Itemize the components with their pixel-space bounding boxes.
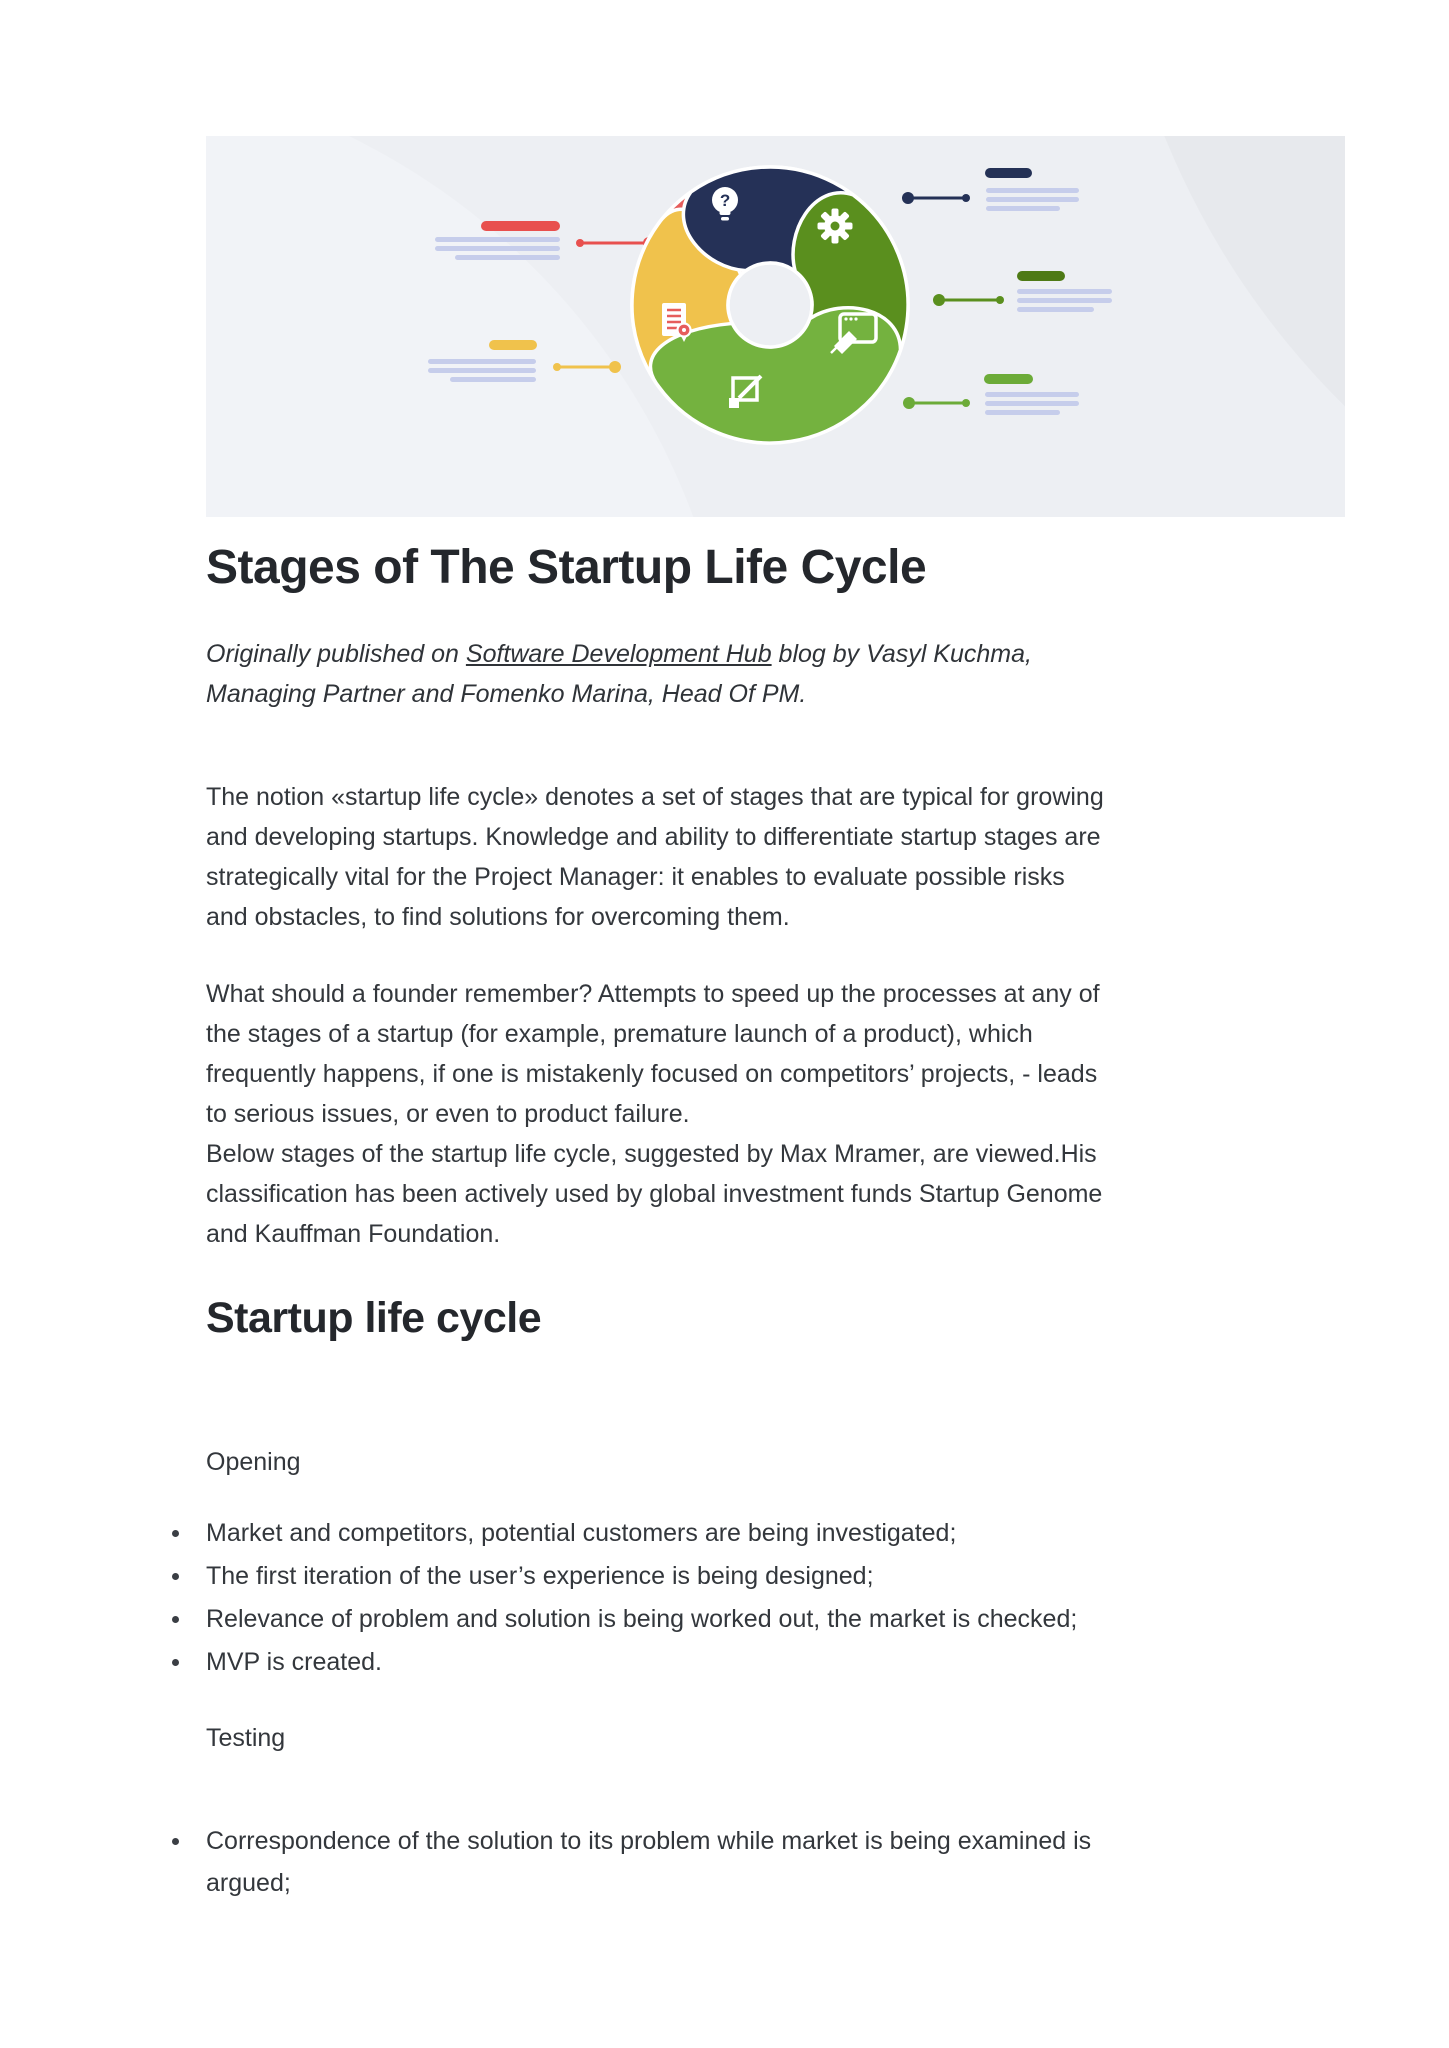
- text-line: [428, 359, 536, 364]
- page-title: Stages of The Startup Life Cycle: [206, 541, 927, 594]
- lightbulb-question-icon: ?: [712, 187, 738, 221]
- connector-dot: [553, 363, 561, 371]
- text-line: [986, 188, 1079, 193]
- text-line: [1017, 289, 1112, 294]
- connector-dot: [902, 192, 914, 204]
- connector-dot: [903, 397, 915, 409]
- gear-icon: [817, 208, 853, 244]
- list-item: MVP is created.: [170, 1641, 1350, 1684]
- text-line: [435, 237, 560, 242]
- byline: Originally published on Software Develop…: [206, 634, 1356, 714]
- connector-dot: [996, 296, 1004, 304]
- list-item: Market and competitors, potential custom…: [170, 1512, 1350, 1555]
- text-line: [985, 410, 1060, 415]
- connector-dot: [576, 239, 584, 247]
- connector-dot: [933, 294, 945, 306]
- rocket-launch-icon: [830, 312, 878, 354]
- text-line: [450, 377, 536, 382]
- paragraph-intro: The notion «startup life cycle» denotes …: [206, 783, 1104, 931]
- text-line: [1017, 298, 1112, 303]
- testing-label: Testing: [206, 1724, 286, 1752]
- placeholder-block-navy: [902, 168, 1079, 211]
- hero-banner: ?: [206, 136, 1345, 517]
- text-line: [985, 401, 1079, 406]
- text-line: [455, 255, 560, 260]
- section-heading: Startup life cycle: [206, 1294, 542, 1342]
- placeholder-block-yellow: [428, 340, 621, 382]
- placeholder-block-green-dark: [933, 271, 1112, 312]
- text-line: [428, 368, 536, 373]
- list-item: Correspondence of the solution to its pr…: [170, 1820, 1350, 1904]
- byline-line2: Managing Partner and Fomenko Marina, Hea…: [206, 680, 807, 708]
- swoosh-dark-shape: [1164, 136, 1345, 407]
- list-item: Relevance of problem and solution is bei…: [170, 1598, 1350, 1641]
- opening-label: Opening: [206, 1448, 301, 1476]
- source-link[interactable]: Software Development Hub: [465, 640, 772, 668]
- testing-list: Correspondence of the solution to its pr…: [170, 1820, 1350, 1904]
- swirl-hole: [731, 266, 809, 344]
- byline-line1: Originally published on Software Develop…: [206, 640, 1032, 668]
- paragraph-founder: What should a founder remember? Attempts…: [206, 980, 1103, 1248]
- green-title-bar: [984, 374, 1033, 384]
- document-specs-icon: [662, 303, 692, 342]
- placeholder-block-green-light: [903, 374, 1079, 415]
- connector-dot: [609, 361, 621, 373]
- text-line: [1017, 307, 1094, 312]
- list-item: The first iteration of the user’s experi…: [170, 1555, 1350, 1598]
- opening-list: Market and competitors, potential custom…: [170, 1512, 1350, 1684]
- swoosh-light-shape: [206, 136, 694, 517]
- text-line: [985, 392, 1079, 397]
- text-line: [986, 206, 1060, 211]
- connector-dot: [962, 399, 970, 407]
- placeholder-block-red: [435, 221, 655, 260]
- svg-text:?: ?: [720, 191, 730, 210]
- green-title-bar: [1017, 271, 1065, 281]
- lifecycle-swirl: ?: [597, 136, 966, 499]
- startup-lifecycle-illustration: ?: [206, 136, 1345, 517]
- text-line: [986, 197, 1079, 202]
- byline-pre: Originally published on: [206, 640, 466, 668]
- design-pencil-icon: [729, 374, 763, 408]
- navy-title-bar: [985, 168, 1032, 178]
- connector-dot: [962, 194, 970, 202]
- yellow-title-bar: [489, 340, 537, 350]
- byline-post: blog by Vasyl Kuchma,: [771, 640, 1032, 668]
- text-line: [435, 246, 560, 251]
- red-title-bar: [481, 221, 560, 231]
